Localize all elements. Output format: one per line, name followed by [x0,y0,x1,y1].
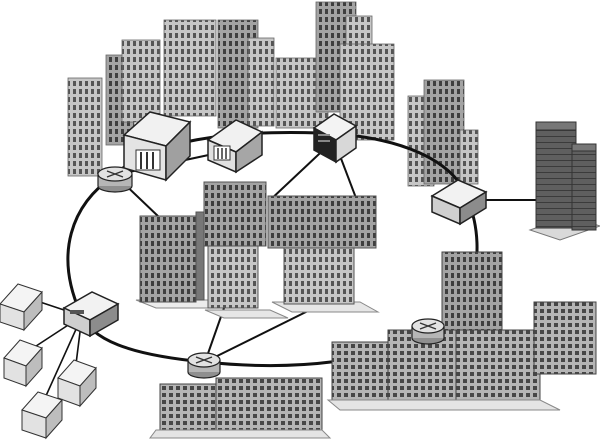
router-top-left-icon [97,166,133,193]
switch-left-icon [62,291,120,338]
switch-right-icon [430,179,488,226]
right-campus-icon [326,251,597,411]
router-bottom-icon [187,352,221,379]
remote-office-tower-icon [528,121,600,241]
bank-building-icon [122,111,192,182]
bank-building-2-icon [206,119,264,174]
router-right-icon [411,318,445,345]
skyline-towers-icon [67,1,479,187]
server-box-icon [312,113,358,164]
houses-cluster-icon [0,283,97,440]
central-office-blocks-icon [135,181,380,319]
bottom-office-block-icon [149,377,332,439]
